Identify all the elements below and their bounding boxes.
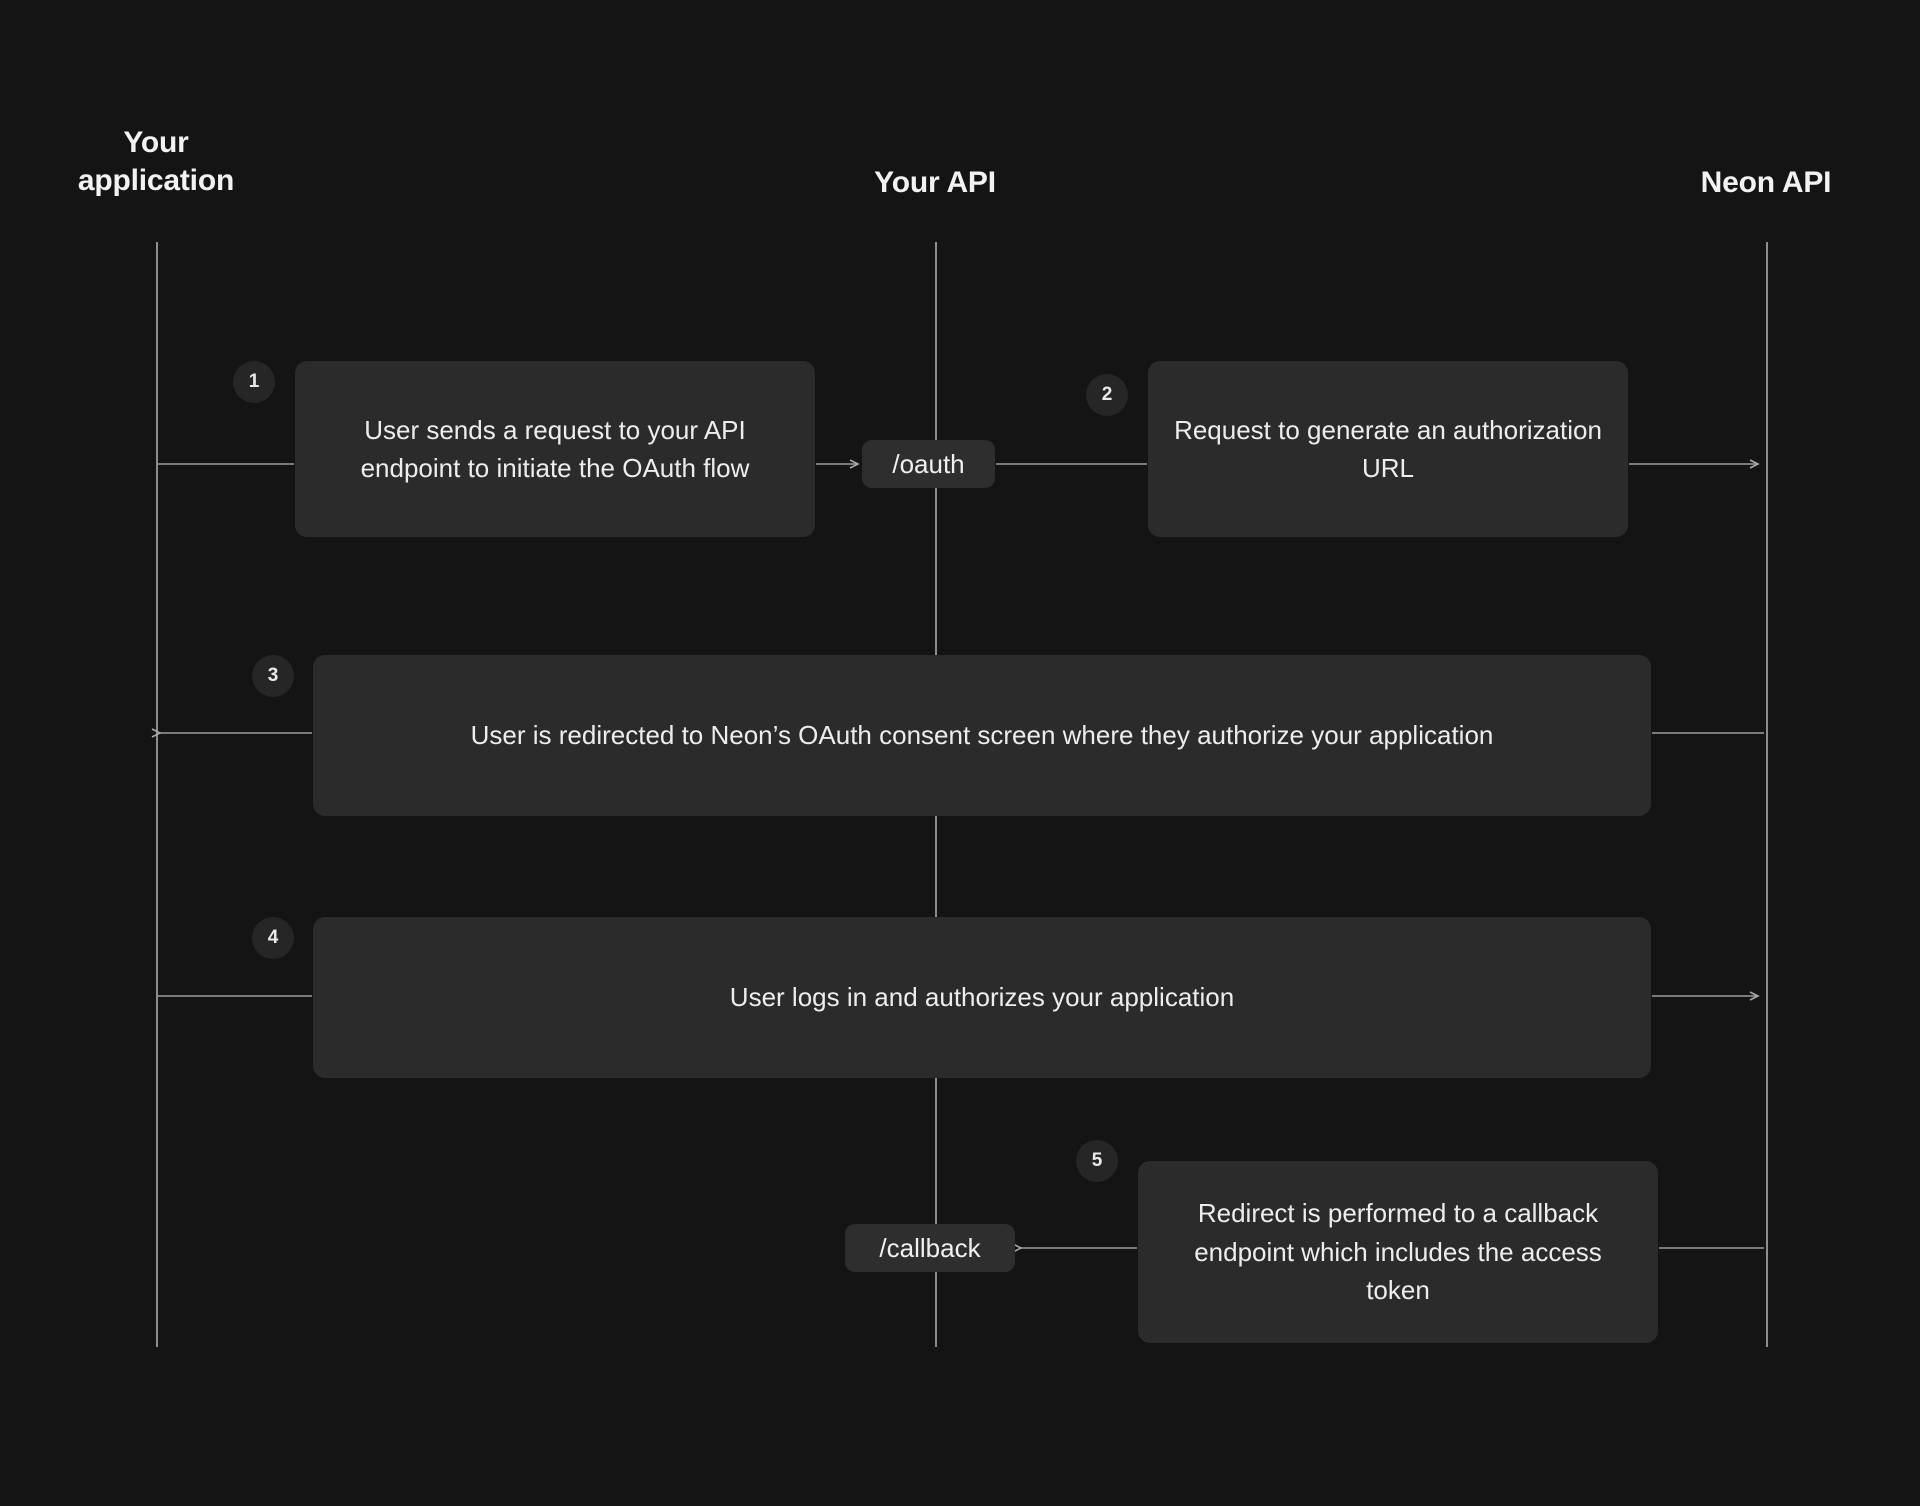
- lifeline-neon-api: [1766, 242, 1768, 1347]
- step-message-text-3: User is redirected to Neon’s OAuth conse…: [470, 720, 1494, 751]
- lifeline-your-application: [156, 242, 158, 1347]
- step-message-2: Request to generate an authorization URL: [1148, 361, 1628, 537]
- step-message-text-5: Redirect is performed to a callback endp…: [1194, 1198, 1602, 1306]
- step-badge-4: 4: [252, 917, 294, 959]
- actor-label-neon-api: Neon API: [1700, 166, 1832, 199]
- step-badge-3: 3: [252, 655, 294, 697]
- step-message-text-1: User sends a request to your API endpoin…: [360, 414, 750, 483]
- step-badge-1: 1: [233, 361, 275, 403]
- step-message-4: User logs in and authorizes your applica…: [313, 917, 1651, 1078]
- step-message-5: Redirect is performed to a callback endp…: [1138, 1161, 1658, 1343]
- endpoint-pill-callback-label: /callback: [879, 1232, 981, 1263]
- step-message-text-2: Request to generate an authorization URL: [1174, 414, 1602, 483]
- endpoint-pill-callback[interactable]: /callback: [845, 1224, 1015, 1272]
- endpoint-pill-oauth-label: /oauth: [892, 448, 965, 479]
- step-message-3: User is redirected to Neon’s OAuth conse…: [313, 655, 1651, 816]
- actor-label-your-api: Your API: [874, 166, 996, 199]
- step-message-1: User sends a request to your API endpoin…: [295, 361, 815, 537]
- endpoint-pill-oauth[interactable]: /oauth: [862, 440, 995, 488]
- step-message-text-4: User logs in and authorizes your applica…: [729, 982, 1235, 1013]
- step-badge-5: 5: [1076, 1140, 1118, 1182]
- actor-label-your-application: Your application: [77, 126, 235, 198]
- step-badge-2: 2: [1086, 374, 1128, 416]
